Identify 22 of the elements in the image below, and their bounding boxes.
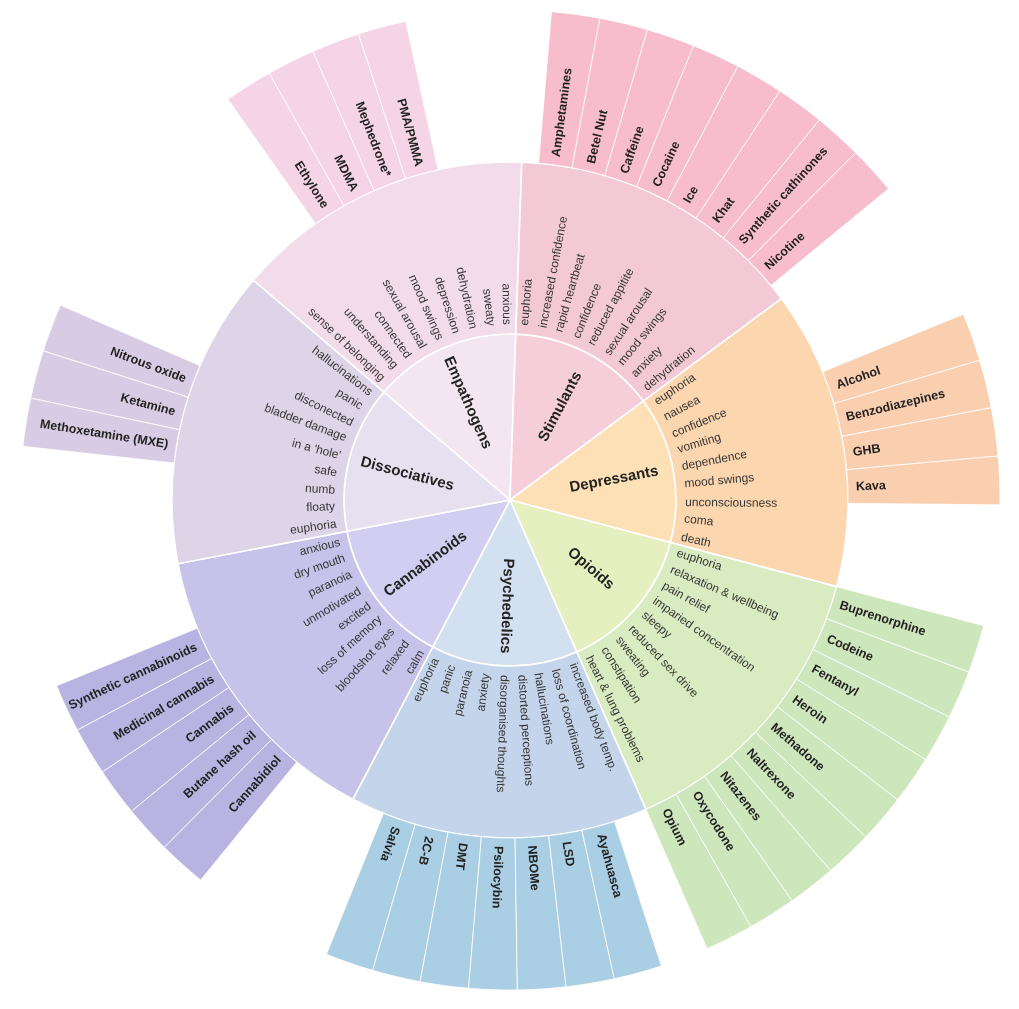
effect-label: euphoria [290,519,337,535]
effect-label: coma [684,516,714,526]
effect-label: mood swings [685,474,754,488]
outer-segment: Psilocybin [468,836,518,991]
effect-label: unconsciousness [685,497,777,508]
effect-label: distorted perceptions [518,675,533,786]
effect-label: death [681,533,711,547]
effect-label: safe [314,466,337,477]
outer-segment: Salvia [326,813,416,971]
effect-label: dependence [682,451,747,470]
effect-label: euphoria [521,279,532,325]
effect-label: hallucinations [534,672,553,745]
effect-label: anxiety [478,673,492,711]
outer-segment: Kava [846,455,1001,506]
effect-label: panic [440,665,455,694]
effect-label: floaty [306,502,335,513]
effect-label: paranoia [455,670,473,717]
effect-label: sweaty [483,289,495,326]
effect-label: numb [305,484,335,494]
effect-label: disorganised thoughts [494,675,510,792]
effect-label: anxious [502,284,512,325]
effect-label: anxious [300,540,341,556]
